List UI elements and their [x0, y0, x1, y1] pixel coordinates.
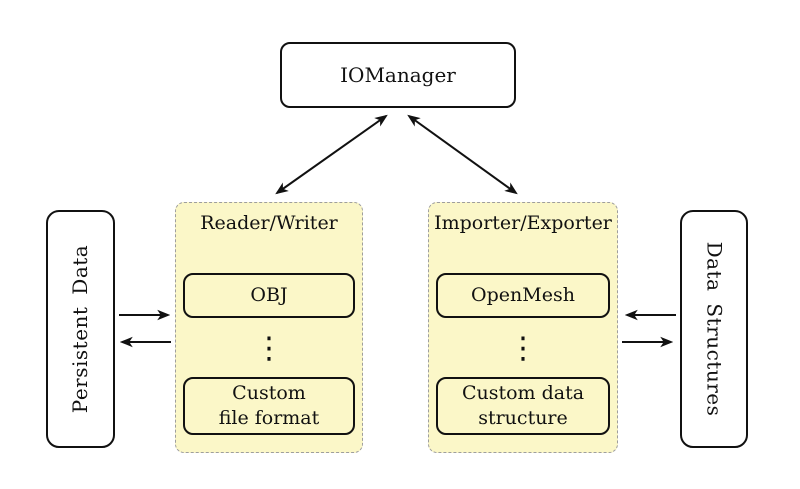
openmesh-node: OpenMesh: [436, 273, 610, 318]
custom-data-structure-node: Custom data structure: [436, 377, 610, 435]
vertical-ellipsis-icon: ⋮: [254, 331, 284, 366]
importer-exporter-title: Importer/Exporter: [434, 212, 612, 234]
custom-data-structure-label: Custom data structure: [461, 382, 585, 429]
custom-file-format-label: Custom file format: [218, 382, 320, 429]
reader-writer-title: Reader/Writer: [200, 212, 338, 234]
iomanager-node: IOManager: [280, 42, 516, 108]
iomanager-to-importer-exporter-arrow: [407, 114, 518, 195]
reader-writer-panel: Reader/Writer OBJ ⋮ Custom file format: [175, 202, 363, 453]
persistent-data-node: Persistent Data: [46, 210, 115, 448]
obj-node: OBJ: [183, 273, 355, 318]
iomanager-to-reader-writer-arrow: [275, 114, 388, 195]
iomanager-label: IOManager: [340, 63, 456, 87]
persistent-data-label: Persistent Data: [68, 244, 93, 414]
vertical-ellipsis-icon: ⋮: [508, 331, 538, 366]
openmesh-label: OpenMesh: [471, 284, 575, 307]
importer-exporter-panel: Importer/Exporter OpenMesh ⋮ Custom data…: [428, 202, 618, 453]
obj-label: OBJ: [250, 284, 288, 307]
custom-file-format-node: Custom file format: [183, 377, 355, 435]
data-structures-label: Data Structures: [702, 241, 726, 417]
data-structures-node: Data Structures: [680, 210, 748, 448]
